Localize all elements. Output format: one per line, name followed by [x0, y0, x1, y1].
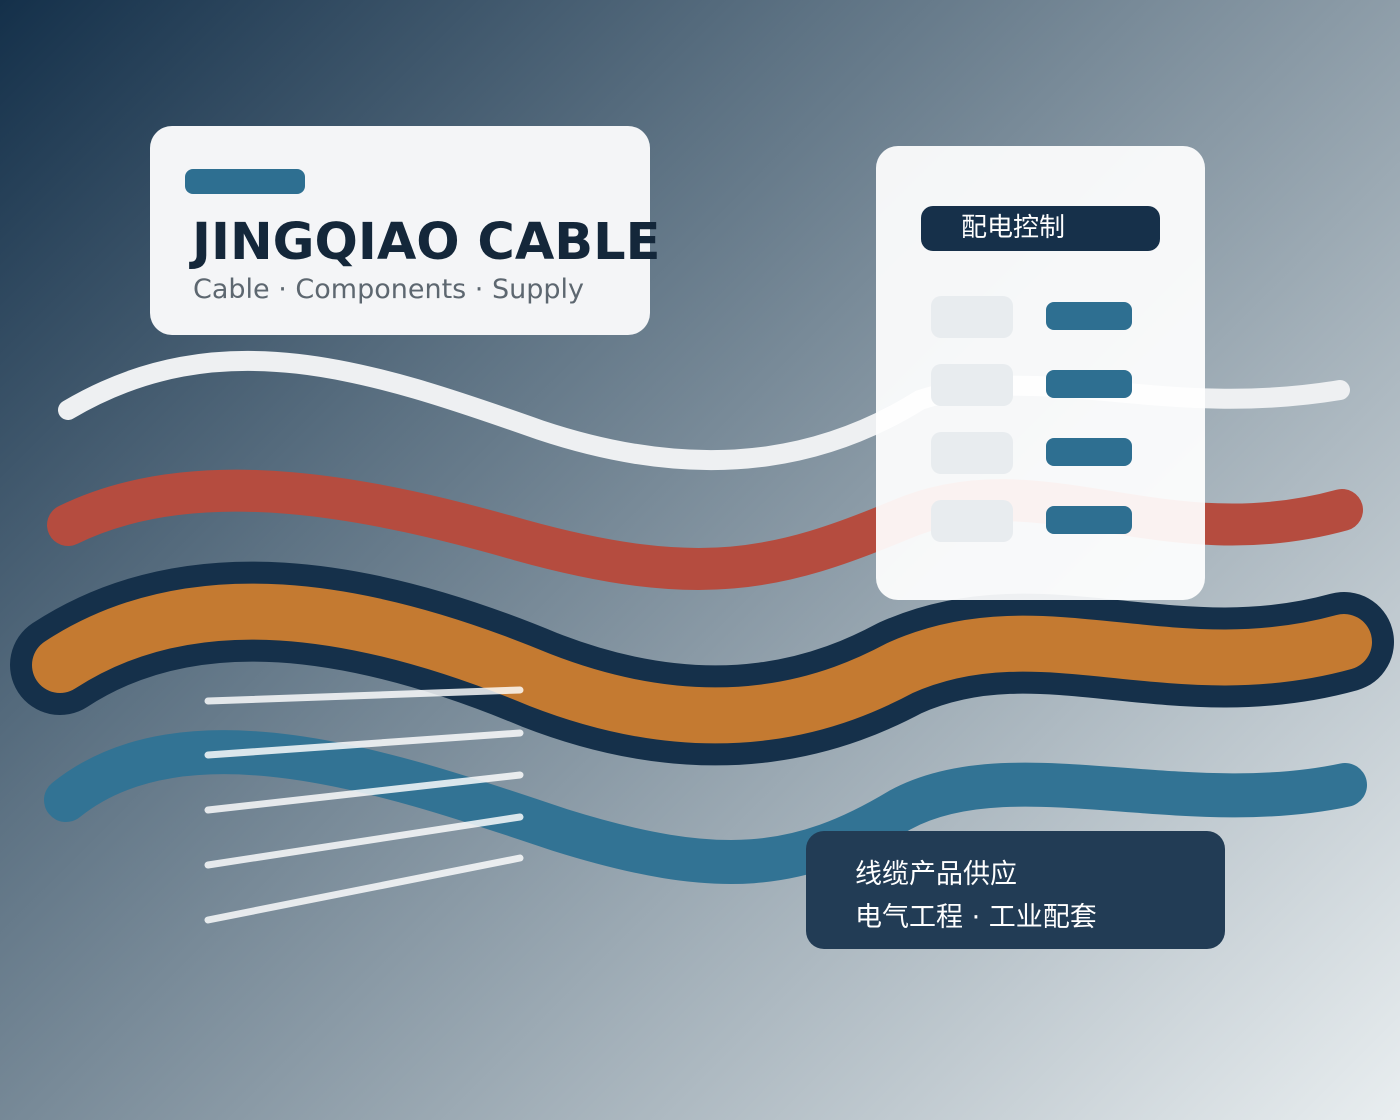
info-line-products: 线缆产品供应	[855, 859, 1017, 890]
wire-strand	[204, 686, 524, 705]
distribution-control-panel: 配电控制	[876, 146, 1205, 600]
brand-title: JINGQIAO CABLE	[192, 213, 661, 272]
row-label-placeholder	[931, 364, 1013, 406]
brand-accent-bar	[185, 169, 305, 194]
row-value-indicator	[1046, 506, 1132, 534]
panel-row	[876, 364, 1205, 406]
row-value-indicator	[1046, 302, 1132, 330]
row-label-placeholder	[931, 500, 1013, 542]
row-label-placeholder	[931, 432, 1013, 474]
wire-strand	[204, 729, 524, 759]
wire-strands	[204, 686, 524, 924]
brand-card: JINGQIAO CABLE Cable · Components · Supp…	[150, 126, 661, 335]
row-value-indicator	[1046, 370, 1132, 398]
panel-row	[876, 296, 1205, 338]
brand-subtitle: Cable · Components · Supply	[193, 274, 584, 305]
panel-row	[876, 500, 1205, 542]
info-line-services: 电气工程 · 工业配套	[855, 902, 1097, 933]
cable-blue	[44, 730, 1367, 884]
info-card: 线缆产品供应 电气工程 · 工业配套	[806, 831, 1225, 949]
panel-header: 配电控制	[921, 206, 1160, 251]
wire-strand	[204, 813, 524, 869]
row-value-indicator	[1046, 438, 1132, 466]
cable-orange	[32, 583, 1372, 744]
wire-strand	[204, 854, 524, 924]
wire-strand	[204, 771, 524, 814]
row-label-placeholder	[931, 296, 1013, 338]
panel-row	[876, 432, 1205, 474]
